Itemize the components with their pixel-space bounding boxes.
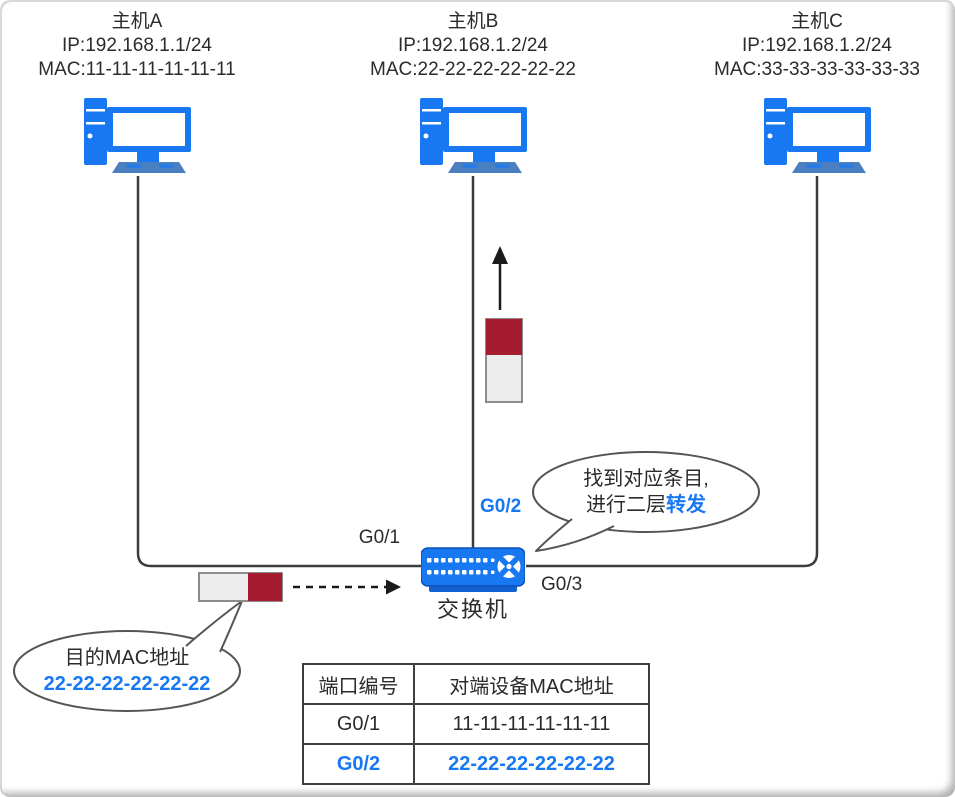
mac-table-cell-mac: 22-22-22-22-22-22 [413,743,650,785]
hostC-ip: IP:192.168.1.2/24 [741,35,892,56]
hostC-computer-icon [764,98,871,173]
mac-table-header-port: 端口编号 [302,663,415,705]
hostC-name: 主机C [791,11,843,32]
hostA-computer-icon [84,98,191,173]
mac-table-header-mac: 对端设备MAC地址 [413,663,650,705]
link-hostA-switch [136,176,422,568]
switch-label: 交换机 [436,597,509,622]
left-bubble-shape [13,630,241,712]
hostB-ip: IP:192.168.1.2/24 [397,35,548,56]
mac-address-table: 端口编号 对端设备MAC地址 G0/1 11-11-11-11-11-11 G0… [302,663,650,785]
hostC-mac: MAC:33-33-33-33-33-33 [714,59,920,80]
port-label-g03: G0/3 [541,574,583,595]
hostA-ip: IP:192.168.1.1/24 [61,35,212,56]
right-bubble-shape [532,451,760,533]
hostA-mac: MAC:11-11-11-11-11-11 [38,59,236,80]
frame-header-segment [248,573,282,601]
right-bubble-text: 找到对应条目, 进行二层转发 [533,466,759,518]
mac-table-row-highlighted: G0/2 22-22-22-22-22-22 [302,743,650,785]
hostC-label: 主机C IP:192.168.1.2/24 MAC:33-33-33-33-33… [667,10,955,82]
hostB-computer-icon [420,98,527,173]
right-bubble-line1: 找到对应条目, [583,468,709,490]
switch-icon [421,547,525,592]
port-label-g02: G0/2 [480,496,522,517]
up-arrow-head [492,246,508,264]
left-bubble-line2: 22-22-22-22-22-22 [43,673,211,695]
frame-header-segment [486,319,522,355]
mac-table-header-row: 端口编号 对端设备MAC地址 [302,663,650,705]
frame-from-hostA [198,572,283,602]
left-bubble-line1: 目的MAC地址 [64,647,190,669]
frame-to-hostB [485,318,523,403]
dashed-arrow-head [386,579,401,595]
hostB-mac: MAC:22-22-22-22-22-22 [370,59,576,80]
right-bubble-tail [535,518,615,552]
mac-table-cell-mac: 11-11-11-11-11-11 [413,703,650,745]
mac-table-row: G0/1 11-11-11-11-11-11 [302,703,650,745]
hostB-label: 主机B IP:192.168.1.2/24 MAC:22-22-22-22-22… [323,10,623,82]
mac-table-cell-port: G0/2 [302,743,415,785]
hostB-name: 主机B [447,11,499,32]
mac-table-cell-port: G0/1 [302,703,415,745]
link-hostC-switch [526,176,819,568]
right-bubble-line2: 进行二层转发 [586,494,706,516]
left-bubble-text: 目的MAC地址 22-22-22-22-22-22 [14,645,240,697]
hostA-label: 主机A IP:192.168.1.1/24 MAC:11-11-11-11-11… [0,10,287,82]
right-bubble-highlight: 转发 [666,494,706,516]
hostA-name: 主机A [111,11,163,32]
port-label-g01: G0/1 [358,527,400,548]
